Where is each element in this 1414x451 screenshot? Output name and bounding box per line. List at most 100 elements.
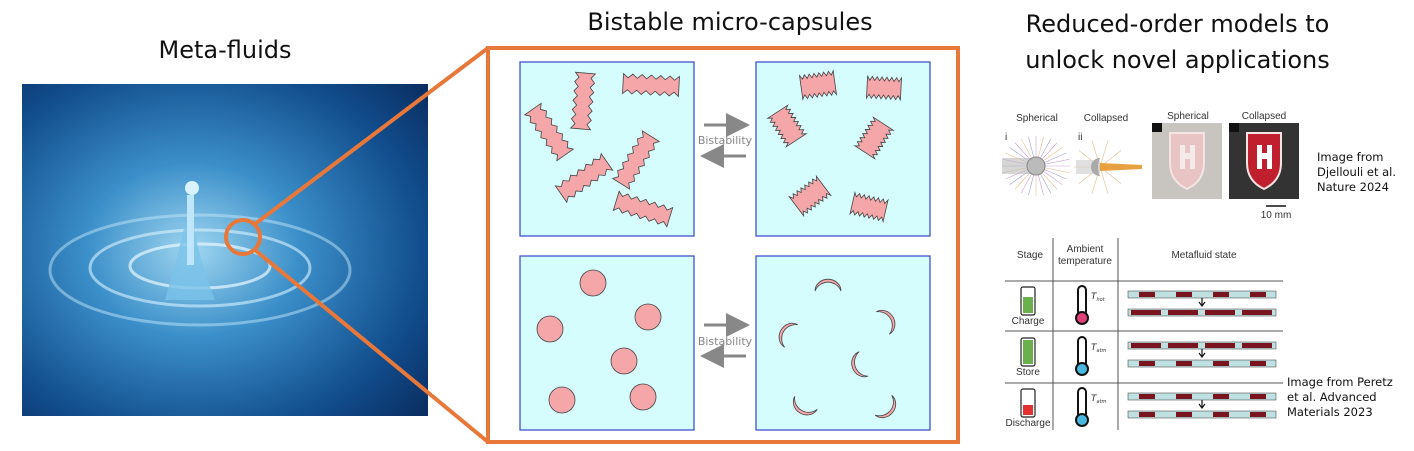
capsule-block xyxy=(1242,310,1272,315)
capsule-block xyxy=(1139,361,1155,366)
zoom-line-bottom xyxy=(253,248,490,444)
panel-spherical-capsules xyxy=(519,255,695,431)
table-row-discharge: Discharge Tatm xyxy=(1005,387,1277,429)
water-droplet-photo xyxy=(22,84,428,416)
down-arrow-icon xyxy=(1198,400,1206,409)
capsule-block xyxy=(1250,361,1266,366)
spherical-capsule xyxy=(634,303,662,331)
spherical-capsule xyxy=(610,347,638,375)
capsule-block xyxy=(1250,412,1266,417)
meta-fluids-title: Meta-fluids xyxy=(158,36,292,64)
spherical-capsule xyxy=(629,383,657,411)
thermometer-bulb xyxy=(1075,413,1089,427)
stage-label: Store xyxy=(1016,367,1040,378)
panel-label-ii: ii xyxy=(1078,132,1082,143)
collapsed-capsule xyxy=(874,394,897,419)
table-row-store: Store Tatm xyxy=(1016,336,1277,378)
capsule-block xyxy=(1168,343,1198,348)
micro-capsules-title: Bistable micro-capsules xyxy=(587,8,873,36)
panel-tag-ii xyxy=(1229,123,1239,132)
djellouli-caption: Image from Djellouli et al. Nature 2024 xyxy=(1317,150,1396,195)
zigzag-capsule xyxy=(611,130,661,190)
header-stage: Stage xyxy=(1017,250,1044,261)
stage-label: Discharge xyxy=(1005,418,1050,429)
metafluid-strip xyxy=(1127,308,1277,317)
capsule-block xyxy=(1176,292,1192,297)
reduced-order-title-line1: Reduced-order models to xyxy=(1025,10,1330,38)
light-ray xyxy=(1099,166,1109,194)
caption-line: Nature 2024 xyxy=(1317,180,1389,194)
capsule-block xyxy=(1250,394,1266,399)
panel-collapsed-zigzag xyxy=(755,61,931,237)
panel-collapsed-capsules xyxy=(755,255,931,431)
zigzag-capsule xyxy=(865,74,903,102)
shield-logo-faded xyxy=(1169,132,1205,191)
capsule-block xyxy=(1213,361,1229,366)
capsule-block xyxy=(1213,412,1229,417)
zoom-line-top xyxy=(253,46,490,226)
header-ambient: Ambient xyxy=(1067,244,1104,255)
battery-level xyxy=(1023,405,1033,415)
thermometer-bulb xyxy=(1075,311,1089,325)
focused-beam xyxy=(1100,163,1142,171)
caption-line: Image from xyxy=(1317,150,1384,164)
capsule-block xyxy=(1131,343,1161,348)
label-collapsed-photo: Collapsed xyxy=(1242,111,1286,122)
zigzag-capsule xyxy=(853,116,895,160)
caption-line: et al. Advanced xyxy=(1287,390,1377,404)
scale-bar-label: 10 mm xyxy=(1261,210,1292,221)
capsule-block xyxy=(1131,310,1161,315)
capsule-block xyxy=(1205,343,1235,348)
capsule-block xyxy=(1176,361,1192,366)
capsule-block xyxy=(1242,343,1272,348)
panel-label-i: i xyxy=(1005,132,1007,143)
collapsed-rays-illustration xyxy=(1074,140,1142,194)
capsule-block xyxy=(1176,394,1192,399)
capsule-block xyxy=(1205,310,1235,315)
header-metafluid-state: Metafluid state xyxy=(1171,250,1236,261)
collapsed-capsule xyxy=(792,396,818,416)
thermometer-bulb xyxy=(1075,362,1089,376)
collapsed-capsule xyxy=(851,351,869,378)
peretz-caption: Image from Peretz et al. Advanced Materi… xyxy=(1287,375,1393,420)
bistability-label-top: Bistability xyxy=(698,134,753,147)
zoom-circle xyxy=(224,218,262,256)
h-letter-faded xyxy=(1180,145,1195,169)
temperature-label: Thot xyxy=(1091,292,1106,303)
reduced-order-title-line2: unlock novel applications xyxy=(1025,46,1330,74)
zigzag-capsule xyxy=(849,190,889,224)
capsule-block xyxy=(1176,412,1192,417)
battery-level xyxy=(1023,340,1033,364)
caption-line: Materials 2023 xyxy=(1287,405,1373,419)
zigzag-capsule xyxy=(622,72,680,98)
capsule-block xyxy=(1139,394,1155,399)
spherical-capsule xyxy=(548,386,576,414)
zigzag-capsule xyxy=(612,190,674,228)
label-spherical-photo: Spherical xyxy=(1167,111,1209,122)
down-arrow-icon xyxy=(1198,298,1206,307)
light-ray xyxy=(1099,140,1109,168)
metafluid-strip xyxy=(1127,359,1277,368)
label-collapsed-sim: Collapsed xyxy=(1084,113,1128,124)
stage-label: Charge xyxy=(1012,316,1045,327)
capsule-block xyxy=(1213,394,1229,399)
spherical-capsule-icon xyxy=(1026,156,1046,176)
zigzag-capsule xyxy=(554,152,614,204)
header-temperature: temperature xyxy=(1058,256,1112,267)
h-letter-vivid xyxy=(1257,145,1272,169)
zigzag-capsule xyxy=(523,102,575,162)
capsule-block xyxy=(1250,292,1266,297)
temperature-label: Tatm xyxy=(1091,343,1107,354)
caption-line: Image from Peretz xyxy=(1287,375,1393,389)
metafluid-strip xyxy=(1127,410,1277,419)
down-arrow-icon xyxy=(1198,349,1206,358)
spherical-capsule xyxy=(536,315,564,343)
collapsed-capsule-icon xyxy=(1091,158,1100,176)
zigzag-capsule xyxy=(798,69,838,101)
capsule-block xyxy=(1213,292,1229,297)
collapsed-capsule xyxy=(814,278,842,292)
collapsed-capsule xyxy=(778,322,798,348)
collapsed-capsule xyxy=(876,309,896,335)
temperature-label: Tatm xyxy=(1091,394,1107,405)
bistability-label-bottom: Bistability xyxy=(698,335,753,348)
